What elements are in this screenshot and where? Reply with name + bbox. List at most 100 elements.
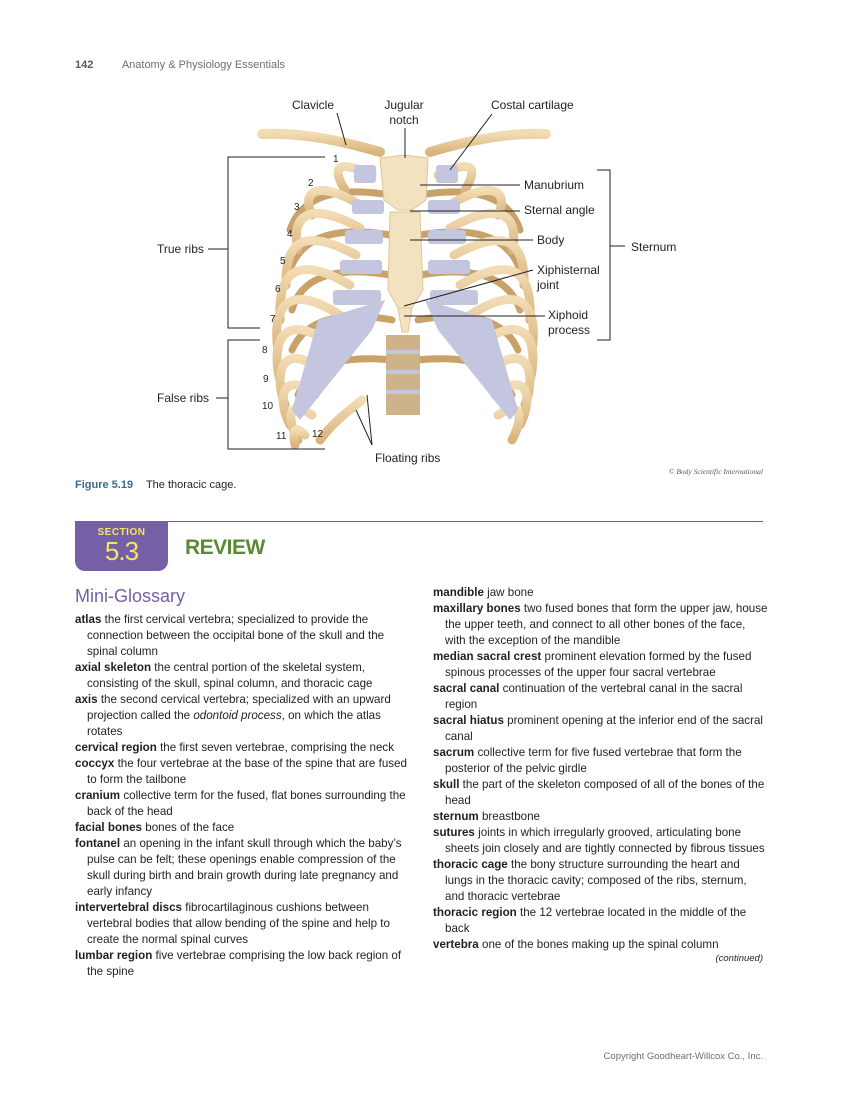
glossary-entry: skull the part of the skeleton composed … [433,777,769,809]
glossary-definition: an opening in the infant skull through w… [87,837,402,898]
glossary-definition: jaw bone [487,586,534,599]
continued-note: (continued) [715,953,763,964]
figure-caption: Figure 5.19 The thoracic cage. [75,479,236,491]
glossary-definition: the four vertebrae at the base of the sp… [87,757,407,786]
glossary-term: median sacral crest [433,650,542,663]
glossary-term: cervical region [75,741,157,754]
section-word: SECTION [97,527,146,538]
glossary-entry: vertebra one of the bones making up the … [433,937,769,953]
glossary-definition: prominent elevation formed by the fused … [445,650,752,679]
glossary-definition: joints in which irregularly grooved, art… [445,826,765,855]
glossary-definition: continuation of the vertebral canal in t… [445,682,743,711]
glossary-definition: the second cervical vertebra; specialize… [87,693,391,738]
glossary-definition: bones of the face [145,821,235,834]
glossary-entry: atlas the first cervical vertebra; speci… [75,612,411,660]
rib-number-1: 1 [333,154,339,165]
rib-number-3: 3 [294,202,300,213]
glossary-term: sacral canal [433,682,500,695]
glossary-definition: collective term for the fused, flat bone… [87,789,406,818]
glossary-definition: the first seven vertebrae, comprising th… [160,741,394,754]
glossary-term: axis [75,693,98,706]
glossary-entry: thoracic cage the bony structure surroun… [433,857,769,905]
glossary-term: sacral hiatus [433,714,504,727]
glossary-term: thoracic cage [433,858,508,871]
label-false-ribs: False ribs [157,391,210,405]
glossary-entry: coccyx the four vertebrae at the base of… [75,756,411,788]
glossary-definition: five vertebrae comprising the low back r… [87,949,402,978]
glossary-entry: median sacral crest prominent elevation … [433,649,769,681]
rib-number-11: 11 [276,431,287,442]
figure-number: Figure 5.19 [75,479,134,491]
glossary-entry: maxillary bones two fused bones that for… [433,601,769,649]
glossary-column-left: atlas the first cervical vertebra; speci… [75,612,411,980]
rib-number-7: 7 [270,314,276,325]
glossary-definition: the central portion of the skeletal syst… [87,661,373,690]
thoracic-cage-figure: Clavicle Jugular notch Costal cartilage … [0,0,849,480]
glossary-term: vertebra [433,938,479,951]
glossary-entry: sacral hiatus prominent opening at the i… [433,713,769,745]
glossary-definition: the bony structure surrounding the heart… [445,858,747,903]
glossary-entry: thoracic region the 12 vertebrae located… [433,905,769,937]
glossary-entry: intervertebral discs fibrocartilaginous … [75,900,411,948]
glossary-entry: facial bones bones of the face [75,820,411,836]
glossary-term: axial skeleton [75,661,152,674]
rib-number-8: 8 [262,345,268,356]
glossary-entry: fontanel an opening in the infant skull … [75,836,411,900]
label-sternal-angle: Sternal angle [524,203,595,217]
label-xiphisternal-joint: Xiphisternal joint [537,263,600,292]
glossary-definition: breastbone [481,810,540,823]
section-number: 5.3 [104,536,139,566]
label-manubrium: Manubrium [524,178,585,192]
glossary-entry: cervical region the first seven vertebra… [75,740,411,756]
copyright-footer: Copyright Goodheart-Willcox Co., Inc. [603,1051,763,1062]
label-floating-ribs: Floating ribs [375,451,441,465]
section-title: REVIEW [185,536,265,559]
glossary-definition: collective term for five fused vertebrae… [445,746,742,775]
glossary-term: thoracic region [433,906,517,919]
glossary-entry: sternum breastbone [433,809,769,825]
rib-number-9: 9 [263,374,269,385]
glossary-term: atlas [75,613,102,626]
glossary-definition: prominent opening at the inferior end of… [445,714,763,743]
glossary-term: facial bones [75,821,143,834]
glossary-term: cranium [75,789,121,802]
glossary-term: maxillary bones [433,602,521,615]
rib-number-5: 5 [280,256,286,267]
glossary-entry: sacral canal continuation of the vertebr… [433,681,769,713]
running-head: 142 Anatomy & Physiology Essentials [75,59,285,71]
label-costal-cartilage: Costal cartilage [491,98,574,112]
glossary-entry: axial skeleton the central portion of th… [75,660,411,692]
glossary-entry: cranium collective term for the fused, f… [75,788,411,820]
rib-number-6: 6 [275,284,281,295]
glossary-term: sternum [433,810,479,823]
glossary-definition: the 12 vertebrae located in the middle o… [445,906,747,935]
rib-number-12: 12 [312,429,324,440]
label-true-ribs: True ribs [157,242,204,256]
image-credit: © Body Scientific International [668,467,763,476]
glossary-term: intervertebral discs [75,901,182,914]
glossary-definition: two fused bones that form the upper jaw,… [445,602,768,647]
glossary-entry: axis the second cervical vertebra; speci… [75,692,411,740]
glossary-term: coccyx [75,757,115,770]
glossary-title: Mini-Glossary [75,586,186,606]
glossary-term: sacrum [433,746,475,759]
glossary-entry: sacrum collective term for five fused ve… [433,745,769,777]
glossary-entry: mandible jaw bone [433,585,769,601]
rib-number-10: 10 [262,401,274,412]
glossary-definition: one of the bones making up the spinal co… [482,938,719,951]
label-xiphoid-process: Xiphoid process [548,308,591,337]
label-body: Body [537,233,565,247]
label-sternum: Sternum [631,240,677,254]
glossary-entry: sutures joints in which irregularly groo… [433,825,769,857]
glossary-definition: the first cervical vertebra; specialized… [87,613,385,658]
glossary-term: skull [433,778,460,791]
figure-caption-text: The thoracic cage. [145,479,237,491]
glossary-term: fontanel [75,837,121,850]
glossary-term: sutures [433,826,475,839]
label-jugular-notch: Jugular notch [384,98,424,127]
rib-cage-illustration [208,112,625,450]
glossary-definition: fibrocartilaginous cushions between vert… [87,901,390,946]
rib-number-4: 4 [287,229,293,240]
label-clavicle: Clavicle [292,98,335,112]
